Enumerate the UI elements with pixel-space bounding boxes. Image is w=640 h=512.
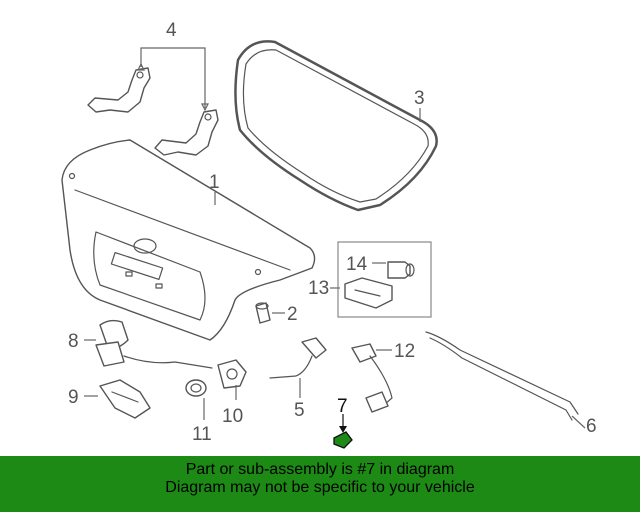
lamp-assembly-box <box>337 241 432 318</box>
highlighted-clip-part-7 <box>333 431 353 449</box>
hinge-left <box>87 67 151 113</box>
info-banner: Part or sub-assembly is #7 in diagram Di… <box>0 456 640 512</box>
callout-7: 7 <box>337 396 348 417</box>
hinge-right <box>154 109 219 156</box>
callout-8: 8 <box>68 331 79 352</box>
lock-switch <box>217 359 247 389</box>
banner-line-1: Part or sub-assembly is #7 in diagram <box>185 461 455 478</box>
callout-5: 5 <box>294 400 305 421</box>
callout-12: 12 <box>394 341 415 362</box>
callout-10: 10 <box>222 406 243 427</box>
release-cable <box>425 331 579 421</box>
callout-2: 2 <box>287 304 298 325</box>
callout-3: 3 <box>414 88 425 109</box>
callout-4: 4 <box>166 20 177 41</box>
trunk-lid <box>61 139 316 341</box>
callout-11: 11 <box>192 424 212 445</box>
callout-6: 6 <box>586 416 597 437</box>
lock-actuator <box>95 319 213 369</box>
parts-diagram: 4 3 1 2 14 13 <box>61 20 597 449</box>
banner-line-2: Diagram may not be specific to your vehi… <box>165 479 475 496</box>
trunk-switch <box>269 337 327 379</box>
grommet <box>185 379 207 397</box>
callout-1: 1 <box>209 172 220 193</box>
bumper-stop <box>255 302 271 324</box>
latch <box>99 379 151 419</box>
callout-7-arrow <box>339 426 347 433</box>
callout-9: 9 <box>68 387 79 408</box>
callout-14: 14 <box>346 254 368 275</box>
lamp-bulb <box>387 261 415 279</box>
harness-sensor <box>351 343 393 413</box>
weatherstrip-seal <box>234 40 438 212</box>
callout-4-leaders <box>137 47 209 112</box>
callout-13: 13 <box>308 278 329 299</box>
lamp-housing <box>344 277 393 309</box>
